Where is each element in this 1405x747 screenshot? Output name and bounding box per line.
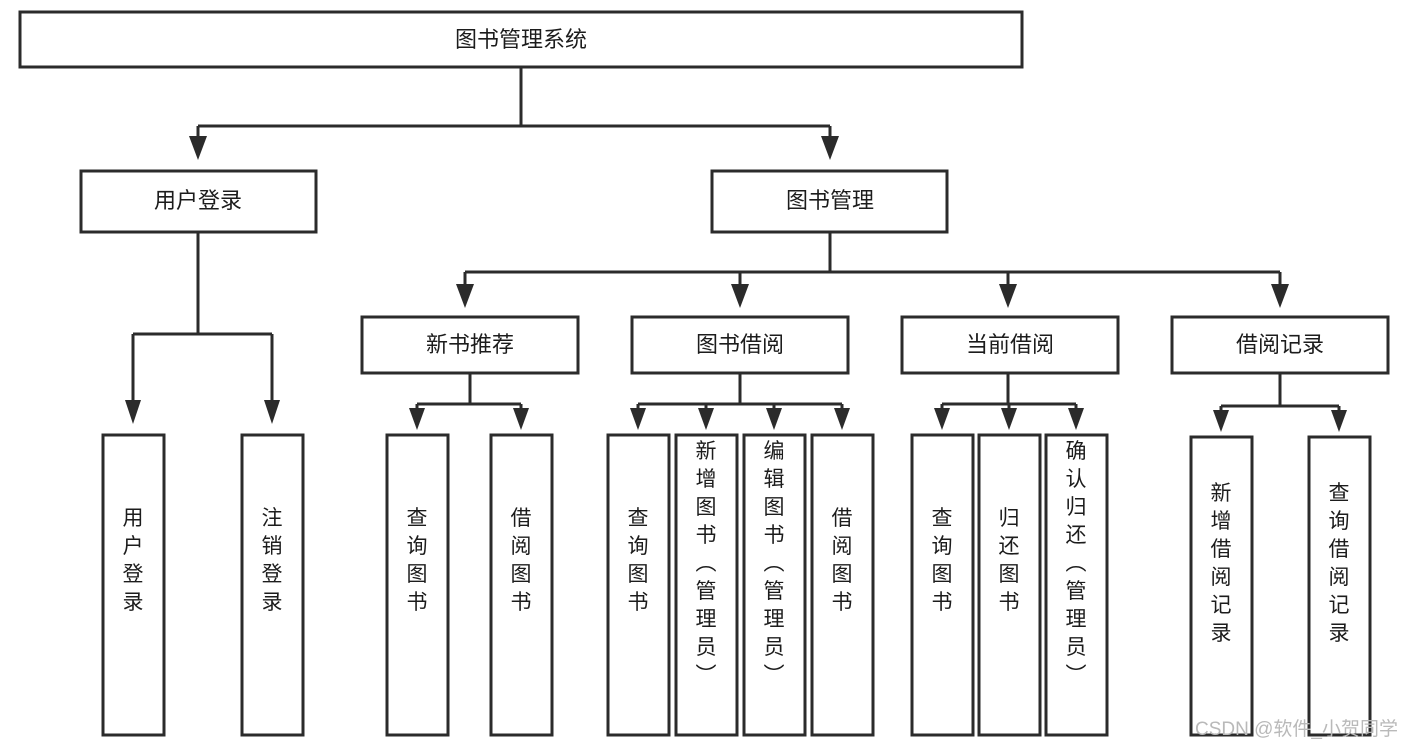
arrow-head-new-book-recommend [456, 284, 474, 308]
node-root-label: 图书管理系统 [455, 27, 587, 52]
leaf-borrow-book-recommend-label: 借阅图书 [511, 507, 532, 614]
leaf-return-book[interactable]: 归还图书 [977, 433, 1042, 737]
arrow-head-leaf-edit-book [766, 408, 782, 430]
leaf-query-book-current-label: 查询图书 [932, 507, 953, 614]
leaf-borrow-book-recommend[interactable]: 借阅图书 [489, 433, 554, 737]
leaf-return-book-label: 归还图书 [999, 507, 1020, 614]
leaf-edit-book-admin-label: 编辑图书︵管理员︶ [764, 440, 785, 687]
leaf-query-book-borrow-rect [606, 433, 671, 737]
leaf-query-book-recommend[interactable]: 查询图书 [385, 433, 450, 737]
arrow-head-leaf-borrow-book-1 [513, 408, 529, 430]
arrow-head-leaf-logout [264, 400, 280, 424]
node-borrow-record-rect [1170, 315, 1390, 375]
leaf-logout-login-label: 注销登录 [262, 507, 283, 614]
leaf-user-login-label: 用户登录 [123, 507, 144, 614]
leaf-add-borrow-record-label: 新增借阅记录 [1211, 482, 1232, 645]
leaf-borrow-book-recommend-rect [489, 433, 554, 737]
arrow-head-leaf-query-book-1 [409, 408, 425, 430]
leaf-borrow-book-borrow-label: 借阅图书 [832, 507, 853, 614]
node-new-book-recommend[interactable]: 新书推荐 [360, 315, 580, 375]
connectors-book-borrow-to-leaves [630, 373, 850, 430]
node-book-management[interactable]: 图书管理 [710, 169, 949, 234]
node-current-borrow[interactable]: 当前借阅 [900, 315, 1120, 375]
node-book-borrow-label: 图书借阅 [696, 332, 784, 357]
leaf-return-book-rect [977, 433, 1042, 737]
leaf-query-borrow-record-rect [1307, 435, 1372, 737]
leaf-confirm-return-admin-label: 确认归还︵管理员︶ [1066, 440, 1087, 687]
arrow-head-leaf-return-book [1001, 408, 1017, 430]
leaf-query-book-borrow[interactable]: 查询图书 [606, 433, 671, 737]
node-book-management-rect [710, 169, 949, 234]
arrow-head-leaf-borrow-book-2 [834, 408, 850, 430]
connectors-book-manage-to-level3 [456, 232, 1289, 308]
leaf-add-book-admin-rect [674, 433, 739, 737]
node-current-borrow-label: 当前借阅 [966, 332, 1054, 357]
node-root-rect [18, 10, 1024, 69]
leaf-user-login-rect [101, 433, 166, 737]
leaf-confirm-return-admin-rect [1044, 433, 1109, 737]
leaf-add-book-admin-label: 新增图书︵管理员︶ [696, 440, 717, 687]
node-user-login[interactable]: 用户登录 [79, 169, 318, 234]
connectors-borrow-record-to-leaves [1213, 373, 1347, 432]
leaf-query-borrow-record-label: 查询借阅记录 [1329, 482, 1350, 645]
node-borrow-record-label: 借阅记录 [1236, 332, 1324, 357]
node-root-book-management-system[interactable]: 图书管理系统 [18, 10, 1024, 69]
leaf-borrow-book-borrow-rect [810, 433, 875, 737]
node-user-login-label: 用户登录 [154, 188, 242, 213]
arrow-head-book-manage [821, 136, 839, 160]
leaf-edit-book-admin-rect [742, 433, 807, 737]
leaf-add-book-admin[interactable]: 新增图书︵管理员︶ [674, 433, 739, 737]
leaf-add-borrow-record-rect [1189, 435, 1254, 737]
node-book-management-label: 图书管理 [786, 188, 874, 213]
arrow-head-leaf-add-record [1213, 410, 1229, 432]
connectors-new-book-to-leaves [409, 373, 529, 430]
arrow-head-leaf-add-book [698, 408, 714, 430]
arrow-head-leaf-query-book-2 [630, 408, 646, 430]
leaf-user-login[interactable]: 用户登录 [101, 433, 166, 737]
leaf-query-book-borrow-label: 查询图书 [628, 507, 649, 614]
arrow-head-leaf-query-record [1331, 410, 1347, 432]
connectors-user-login-to-leaves [125, 232, 280, 424]
node-borrow-record[interactable]: 借阅记录 [1170, 315, 1390, 375]
connectors-root-to-level2 [189, 67, 839, 160]
arrow-head-borrow-record [1271, 284, 1289, 308]
leaf-logout-login-rect [240, 433, 305, 737]
leaf-add-borrow-record[interactable]: 新增借阅记录 [1189, 435, 1254, 737]
arrow-head-user-login [189, 136, 207, 160]
arrow-head-book-borrow [731, 284, 749, 308]
leaf-query-book-recommend-rect [385, 433, 450, 737]
arrow-head-leaf-user-login [125, 400, 141, 424]
connectors-current-borrow-to-leaves [934, 373, 1084, 430]
node-current-borrow-rect [900, 315, 1120, 375]
node-new-book-recommend-rect [360, 315, 580, 375]
leaf-confirm-return-admin[interactable]: 确认归还︵管理员︶ [1044, 433, 1109, 737]
leaf-query-book-recommend-label: 查询图书 [407, 507, 428, 614]
arrow-head-leaf-query-book-3 [934, 408, 950, 430]
watermark-label: CSDN @软件_小贺同学 [1195, 718, 1398, 740]
arrow-head-leaf-confirm-return [1068, 408, 1084, 430]
node-book-borrow[interactable]: 图书借阅 [630, 315, 850, 375]
node-user-login-rect [79, 169, 318, 234]
arrow-head-current-borrow [999, 284, 1017, 308]
leaf-logout-login[interactable]: 注销登录 [240, 433, 305, 737]
leaf-edit-book-admin[interactable]: 编辑图书︵管理员︶ [742, 433, 807, 737]
node-book-borrow-rect [630, 315, 850, 375]
leaf-query-book-current-rect [910, 433, 975, 737]
leaf-borrow-book-borrow[interactable]: 借阅图书 [810, 433, 875, 737]
leaf-query-book-current[interactable]: 查询图书 [910, 433, 975, 737]
leaf-query-borrow-record[interactable]: 查询借阅记录 [1307, 435, 1372, 737]
node-new-book-recommend-label: 新书推荐 [426, 332, 514, 357]
